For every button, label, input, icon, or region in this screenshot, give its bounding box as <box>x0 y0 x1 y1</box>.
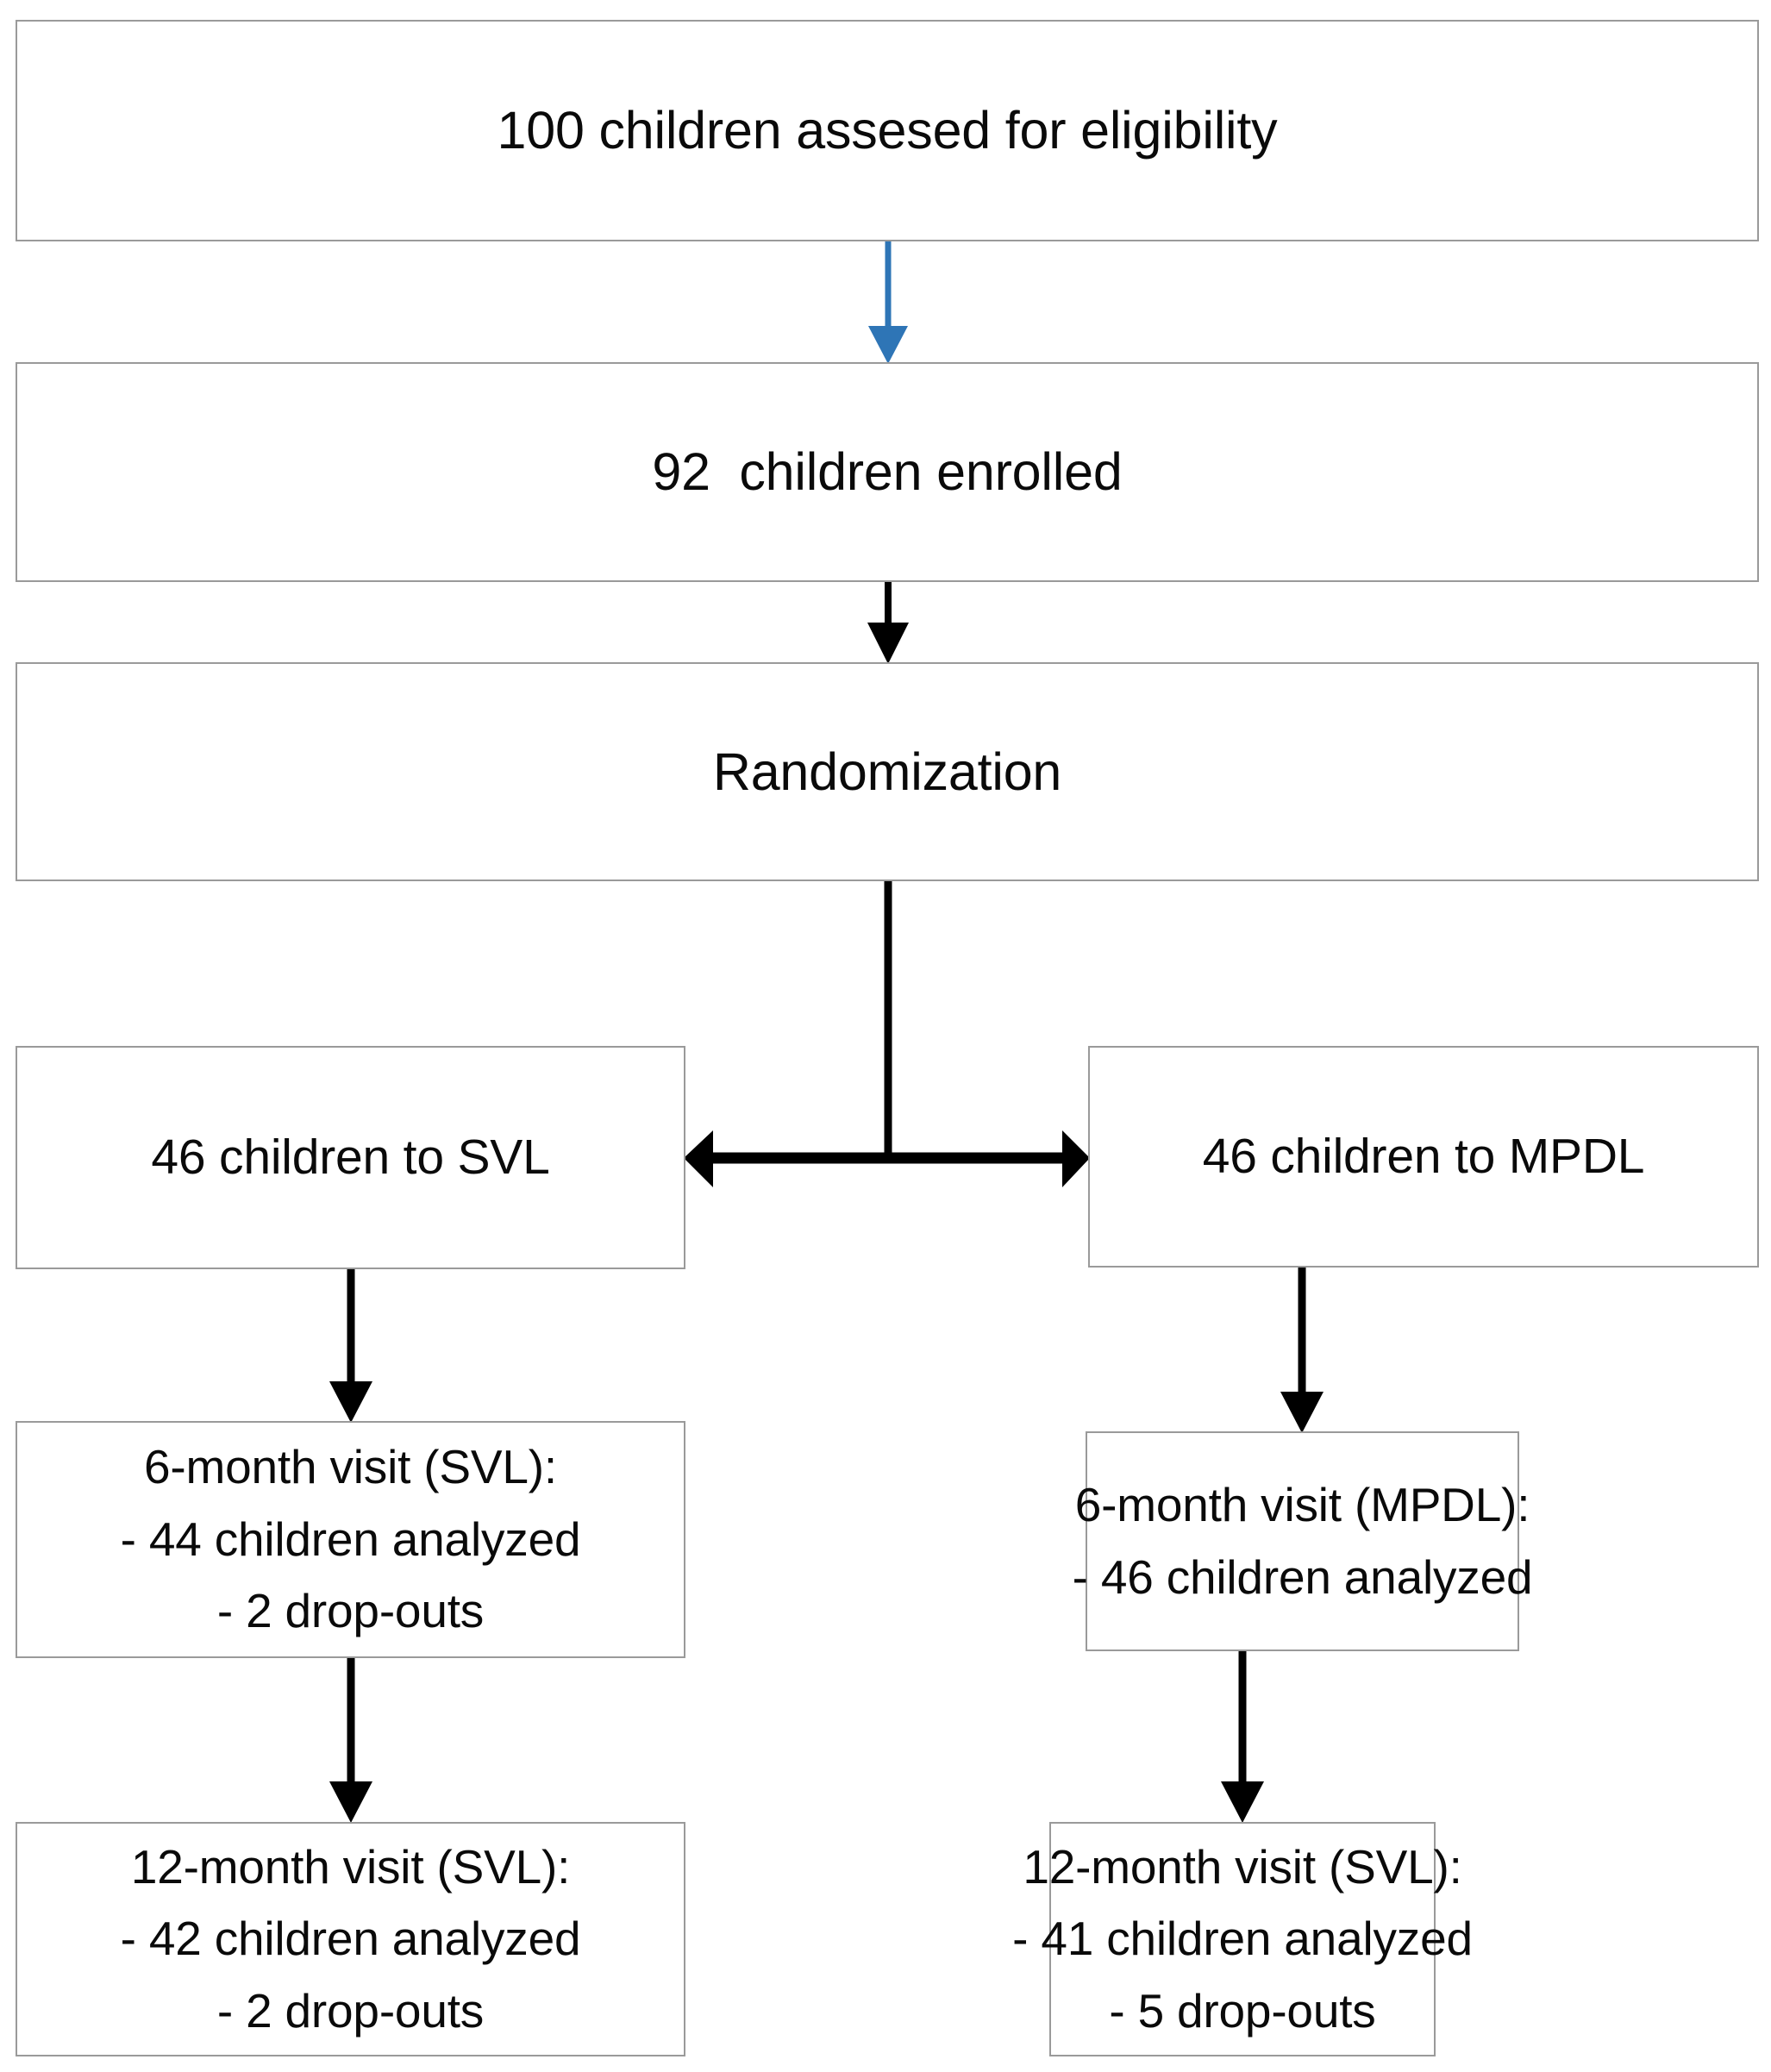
node-enrolled[interactable]: 92 children enrolled <box>16 362 1759 582</box>
node-mpdl-6month-line-1: 6-month visit (MPDL): <box>1074 1477 1530 1531</box>
arrow-eligibility-to-enrolled <box>868 240 908 364</box>
node-svl-6month-line-2: - 44 children analyzed <box>120 1512 581 1566</box>
node-eligibility[interactable]: 100 children assesed for eligibility <box>16 20 1759 241</box>
arrow-mpdl-6month-to-12month <box>1221 1650 1264 1823</box>
node-enrolled-line-1: 92 children enrolled <box>652 442 1123 502</box>
node-eligibility-line-1: 100 children assesed for eligibility <box>497 101 1278 160</box>
arrow-mpdl-alloc-to-6month <box>1280 1267 1324 1433</box>
node-svl-6month-visit[interactable]: 6-month visit (SVL): - 44 children analy… <box>16 1421 685 1658</box>
arrow-svl-alloc-to-6month <box>329 1268 372 1423</box>
node-mpdl-allocation[interactable]: 46 children to MPDL <box>1088 1046 1759 1268</box>
node-svl-allocation-line-1: 46 children to SVL <box>151 1130 550 1186</box>
node-svl-allocation[interactable]: 46 children to SVL <box>16 1046 685 1269</box>
node-mpdl-6month-line-2: - 46 children analyzed <box>1072 1549 1533 1604</box>
node-svl-6month-line-3: - 2 drop-outs <box>216 1584 485 1638</box>
node-mpdl-6month-visit[interactable]: 6-month visit (MPDL): - 46 children anal… <box>1073 1431 1533 1651</box>
node-svl-12month-line-3: - 2 drop-outs <box>216 1983 485 2038</box>
node-svl-6month-line-1: 6-month visit (SVL): <box>144 1440 557 1494</box>
arrow-randomization-split <box>684 880 1090 1187</box>
arrow-enrolled-to-randomization <box>867 581 909 664</box>
node-mpdl-12month-line-2: - 41 children analyzed <box>1012 1912 1473 1966</box>
node-mpdl-12month-line-1: 12-month visit (SVL): <box>1023 1839 1462 1894</box>
node-randomization-line-1: Randomization <box>712 742 1062 801</box>
arrow-svl-6month-to-12month <box>329 1657 372 1823</box>
node-svl-12month-line-2: - 42 children analyzed <box>120 1912 581 1966</box>
node-randomization[interactable]: Randomization <box>16 662 1759 881</box>
node-svl-12month-visit[interactable]: 12-month visit (SVL): - 42 children anal… <box>16 1822 685 2056</box>
node-mpdl-allocation-line-1: 46 children to MPDL <box>1202 1129 1645 1185</box>
node-svl-12month-line-1: 12-month visit (SVL): <box>130 1839 571 1894</box>
node-mpdl-12month-visit[interactable]: 12-month visit (SVL): - 41 children anal… <box>1012 1822 1473 2056</box>
node-mpdl-12month-line-3: - 5 drop-outs <box>1109 1983 1376 2038</box>
